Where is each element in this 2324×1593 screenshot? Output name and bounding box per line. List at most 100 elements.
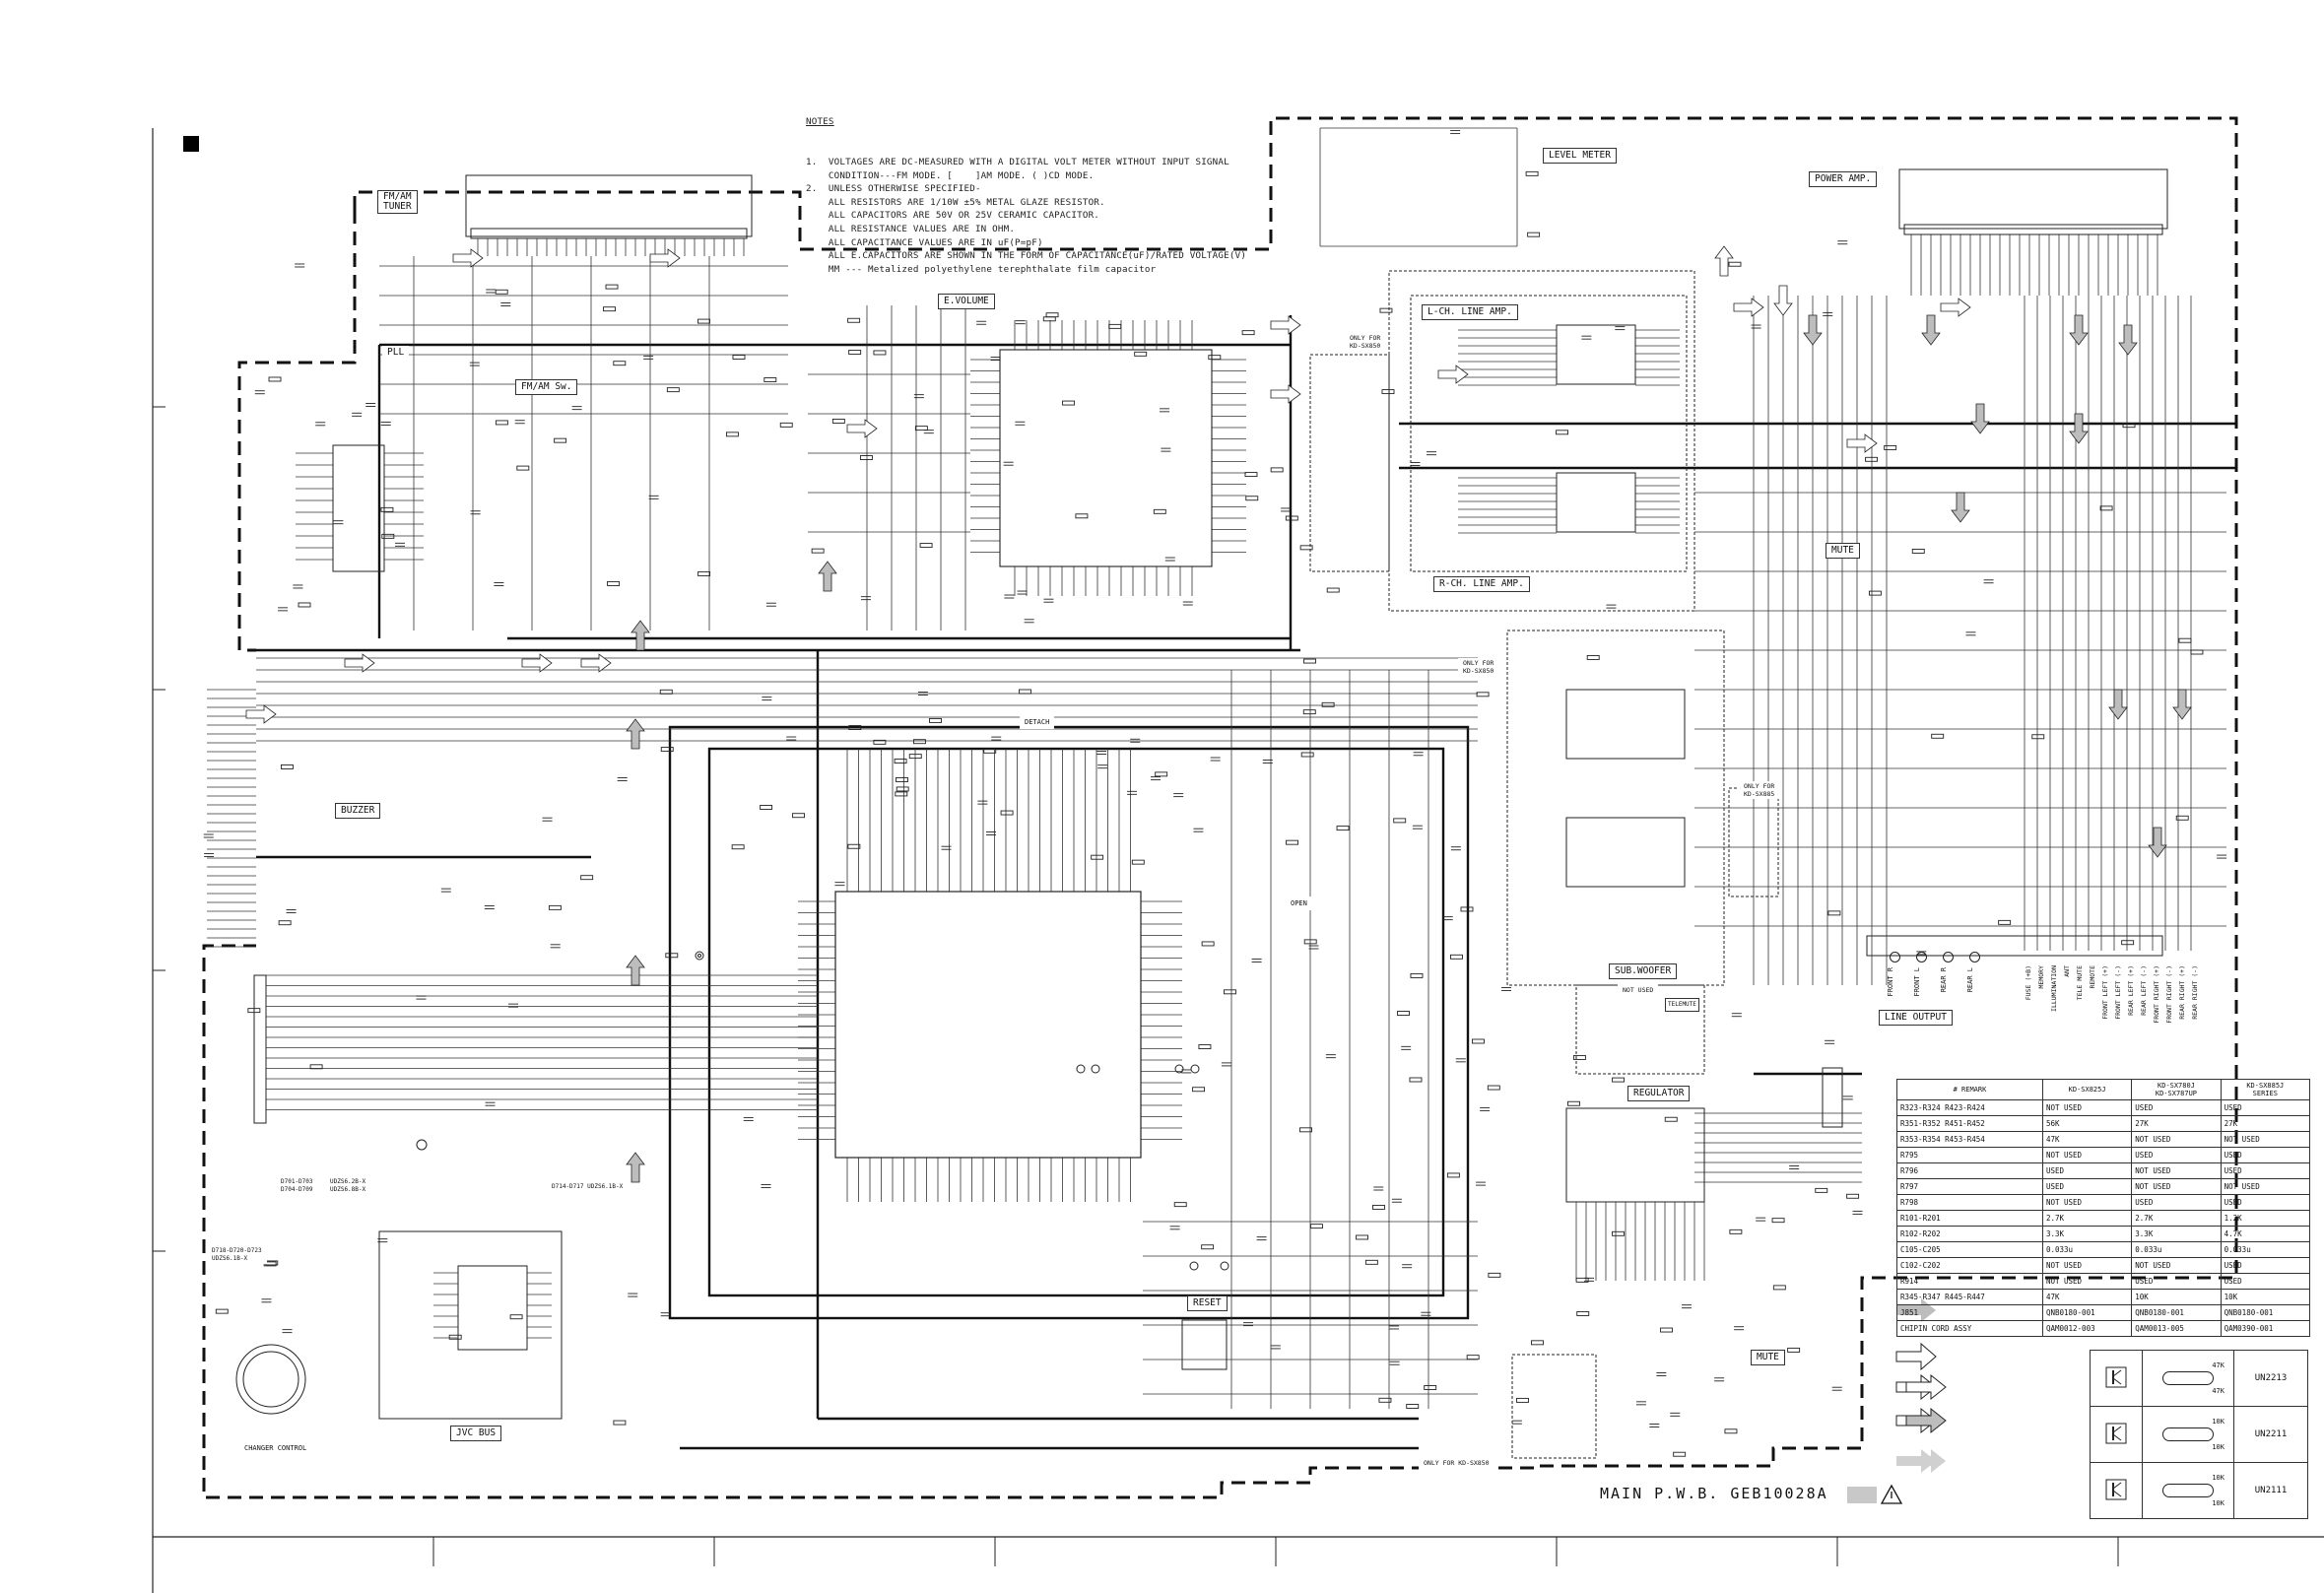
label-regulator: REGULATOR [1627, 1086, 1691, 1101]
line-amp-ics [1309, 270, 1695, 612]
corner-marker [183, 136, 199, 152]
signal-flow-arrows [245, 245, 2192, 1183]
table-cell: R914 [1896, 1273, 2043, 1290]
label-open: OPEN [1286, 896, 1312, 910]
table-cell: USED [2131, 1194, 2222, 1211]
remark-table-header-cell: # REMARK [1896, 1079, 2043, 1100]
power-pin-label: FRONT RIGHT (+) [2153, 965, 2160, 1024]
power-amp-connector [1898, 168, 2168, 235]
label-detach: DETACH [1020, 715, 1055, 729]
label-e-volume: E.VOLUME [938, 294, 995, 309]
notes-line: MM --- Metalized polyethylene terephthal… [806, 263, 1157, 275]
table-cell: 0.033u [2041, 1241, 2133, 1258]
label-fm-am-tuner: FM/AM TUNER [377, 190, 418, 214]
table-cell: NOT USED [2041, 1257, 2133, 1274]
table-cell: 0.033u [2220, 1241, 2311, 1258]
table-cell: R351-R352 R451-R452 [1896, 1115, 2043, 1132]
label-only-for-3: ONLY FOR KD-SX885 [1739, 781, 1780, 799]
table-cell: 10K [2220, 1289, 2311, 1305]
table-cell: R101-R201 [1896, 1210, 2043, 1227]
table-cell: USED [2131, 1099, 2222, 1116]
pll-ic [332, 444, 385, 572]
label-diodes-1: D701-D703 D704-D709 [276, 1177, 318, 1195]
remark-table-header-cell: KD-SX885J SERIES [2220, 1079, 2311, 1100]
table-cell: C102-C202 [1896, 1257, 2043, 1274]
transistor-part: UN2111 [2233, 1462, 2308, 1519]
label-buzzer: BUZZER [335, 803, 381, 819]
main-mcu [834, 891, 1142, 1159]
label-changer-control: CHANGER CONTROL [239, 1441, 312, 1455]
table-cell: USED [2041, 1178, 2133, 1195]
table-cell: NOT USED [2131, 1131, 2222, 1148]
table-cell: NOT USED [2041, 1099, 2133, 1116]
table-cell: NOT USED [2131, 1257, 2222, 1274]
table-cell: J851 [1896, 1304, 2043, 1321]
label-level-meter: LEVEL METER [1543, 148, 1617, 164]
rca-jack-icon [1943, 952, 1954, 962]
warning-icon [1880, 1484, 1903, 1504]
table-cell: 3.3K [2131, 1226, 2222, 1242]
label-diodes-3: D714-D717 UDZS6.1B-X [547, 1180, 629, 1194]
table-cell: USED [2220, 1257, 2311, 1274]
notes-line: ALL CAPACITANCE VALUES ARE IN uF(P=pF) [806, 236, 1043, 248]
power-pin-label: FRONT LEFT (-) [2114, 965, 2122, 1020]
table-cell: NOT USED [2131, 1162, 2222, 1179]
notes-block: NOTES 1. VOLTAGES ARE DC-MEASURED WITH A… [806, 89, 1246, 290]
power-pin-label: ANT [2063, 965, 2071, 977]
table-cell: 4.7K [2220, 1226, 2311, 1242]
notes-line: ALL RESISTORS ARE 1/10W ±5% METAL GLAZE … [806, 196, 1105, 208]
power-pin-label: REAR RIGHT (-) [2191, 965, 2199, 1020]
table-cell: 2.7K [2131, 1210, 2222, 1227]
notes-title: NOTES [806, 116, 834, 128]
label-not-used: NOT USED [1618, 983, 1659, 997]
table-cell: USED [2220, 1099, 2311, 1116]
table-cell: R796 [1896, 1162, 2043, 1179]
notes-line: ALL CAPACITORS ARE 50V OR 25V CERAMIC CA… [806, 210, 1100, 222]
table-cell: NOT USED [2220, 1131, 2311, 1148]
table-cell: USED [2220, 1194, 2311, 1211]
table-cell: QAM0012-003 [2041, 1320, 2133, 1337]
table-cell: R798 [1896, 1194, 2043, 1211]
table-cell: 10K [2131, 1289, 2222, 1305]
table-cell: QAM0390-001 [2220, 1320, 2311, 1337]
power-pin-label: FUSE (+B) [2025, 965, 2032, 1001]
changer-connector [235, 974, 306, 1415]
line-output-pin: FRONT L [1913, 967, 1921, 997]
table-cell: R323-R324 R423-R424 [1896, 1099, 2043, 1116]
power-pin-label: FRONT RIGHT (-) [2165, 965, 2173, 1024]
table-cell: 1.2K [2220, 1210, 2311, 1227]
table-cell: NOT USED [2041, 1147, 2133, 1163]
notes-line: 2. UNLESS OTHERWISE SPECIFIED- [806, 183, 981, 195]
transistor-symbol-icon [2090, 1462, 2143, 1519]
label-telemute: TELEMUTE [1665, 998, 1699, 1012]
thin-wiring [207, 127, 2226, 1409]
table-cell: 47K [2041, 1131, 2133, 1148]
table-cell: 3.3K [2041, 1226, 2133, 1242]
table-cell: USED [2220, 1162, 2311, 1179]
e-volume-ic [999, 349, 1213, 567]
table-cell: R797 [1896, 1178, 2043, 1195]
table-cell: C105-C205 [1896, 1241, 2043, 1258]
table-cell: NOT USED [2041, 1273, 2133, 1290]
table-cell: QNB0180-001 [2131, 1304, 2222, 1321]
label-fm-am-sw: FM/AM Sw. [515, 379, 578, 395]
power-pin-label: REAR RIGHT (+) [2178, 965, 2186, 1020]
label-jvc-bus: JVC BUS [450, 1426, 502, 1441]
tuner-connector [465, 174, 753, 239]
